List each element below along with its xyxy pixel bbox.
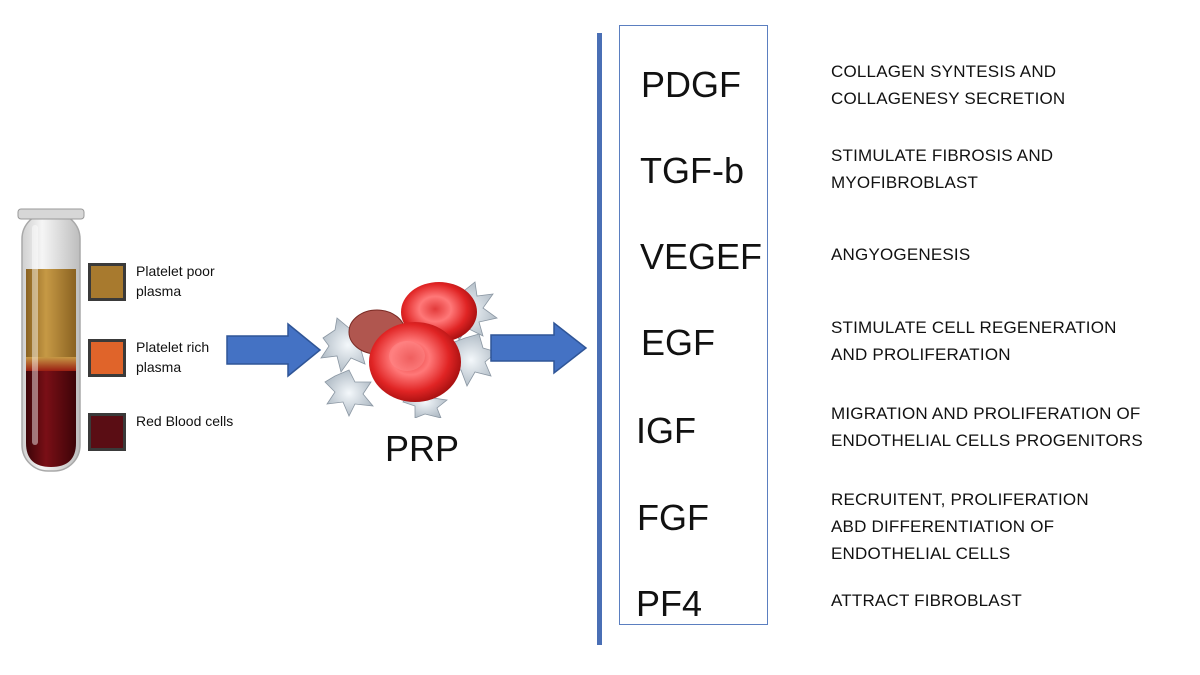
swatch-platelet-rich-plasma: [88, 339, 126, 377]
prp-label: PRP: [385, 428, 460, 469]
arrow-right-icon: [226, 322, 322, 378]
factor-pdgf: PDGF: [641, 64, 742, 105]
factor-pf4: PF4: [636, 583, 703, 624]
factor-tgf-b: TGF-b: [640, 150, 744, 191]
factor-description-tgf-b: STIMULATE FIBROSIS AND MYOFIBROBLAST: [831, 146, 1054, 192]
legend-item-platelet-rich-plasma: Platelet rich plasma: [88, 339, 246, 377]
legend-label: Platelet poor plasma: [136, 263, 215, 299]
legend-item-platelet-poor-plasma: Platelet poor plasma: [88, 263, 246, 301]
test-tube-icon: [17, 208, 85, 472]
legend-item-red-blood-cells: Red Blood cells: [88, 413, 246, 451]
growth-factor-list: [619, 25, 768, 625]
arrow-right-icon: [490, 321, 588, 375]
swatch-red-blood-cells: [88, 413, 126, 451]
factor-description-pdgf: COLLAGEN SYNTESIS AND COLLAGENESY SECRET…: [831, 62, 1066, 108]
legend-label: Red Blood cells: [136, 413, 234, 429]
factor-description-igf: MIGRATION AND PROLIFERATION OF ENDOTHELI…: [831, 404, 1143, 450]
factor-vegef: VEGEF: [640, 236, 763, 277]
factor-description-vegef: ANGYOGENESIS: [831, 245, 971, 264]
factor-igf: IGF: [636, 410, 696, 451]
platelet-cells-illustration: [320, 281, 498, 418]
legend-label: Platelet rich plasma: [136, 339, 210, 375]
swatch-platelet-poor-plasma: [88, 263, 126, 301]
factor-description-pf4: ATTRACT FIBROBLAST: [831, 591, 1022, 610]
factor-fgf: FGF: [637, 497, 709, 538]
factor-description-fgf: RECRUITENT, PROLIFERATION ABD DIFFERENTI…: [831, 490, 1089, 563]
factor-egf: EGF: [641, 322, 716, 363]
vertical-divider: [597, 33, 602, 645]
factor-description-egf: STIMULATE CELL REGENERATION AND PROLIFER…: [831, 318, 1117, 364]
